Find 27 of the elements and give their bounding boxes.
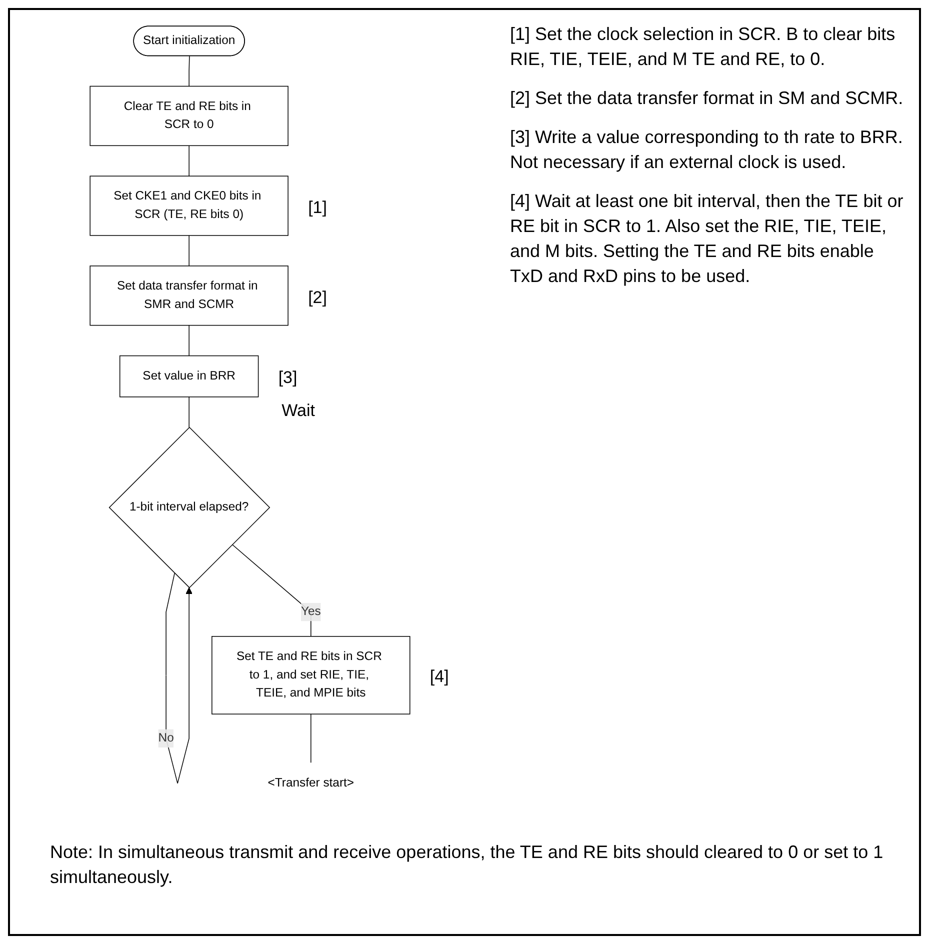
node-box [90, 176, 288, 236]
node-box [90, 86, 288, 146]
node-diamond [108, 426, 270, 588]
connector [188, 145, 190, 176]
edge-label: Yes [300, 605, 321, 618]
step-number: [1] [308, 198, 327, 218]
connector [188, 324, 190, 356]
connector [310, 714, 312, 764]
note-text: [3] Write a value corresponding to th rate to BRR. Not necessary if an external clock is used. [510, 126, 904, 174]
note-text: [2] Set the data transfer format in SM and SCMR. [510, 87, 904, 110]
node-text: <Transfer start> [268, 776, 354, 790]
footnote-text: Note: In simultaneous transmit and receive operations, the TE and RE bits should cleared to 0 or set to 1 simultaneously. [50, 841, 884, 889]
connector [232, 544, 312, 637]
connector [188, 396, 190, 428]
node-box [212, 636, 410, 714]
node-box [119, 355, 259, 398]
note-text: [1] Set the clock selection in SCR. B to clear bits RIE, TIE, TEIE, and M TE and RE, to 0. [510, 23, 896, 71]
connector [188, 235, 190, 266]
annotation-text: Wait [282, 401, 315, 422]
step-number: [3] [278, 368, 298, 388]
step-number: [4] [430, 667, 449, 688]
step-number: [2] [308, 288, 327, 308]
node-box [90, 266, 288, 326]
note-text: [4] Wait at least one bit interval, then the TE bit or RE bit in SCR to 1. Also set the RIE, TIE, TEIE, and M bits. Setting the TE and RE bits enable TxD and RxD pins to be used. [510, 190, 904, 288]
edge-label: No [158, 732, 174, 745]
arrow [166, 572, 192, 784]
connector [188, 56, 190, 87]
